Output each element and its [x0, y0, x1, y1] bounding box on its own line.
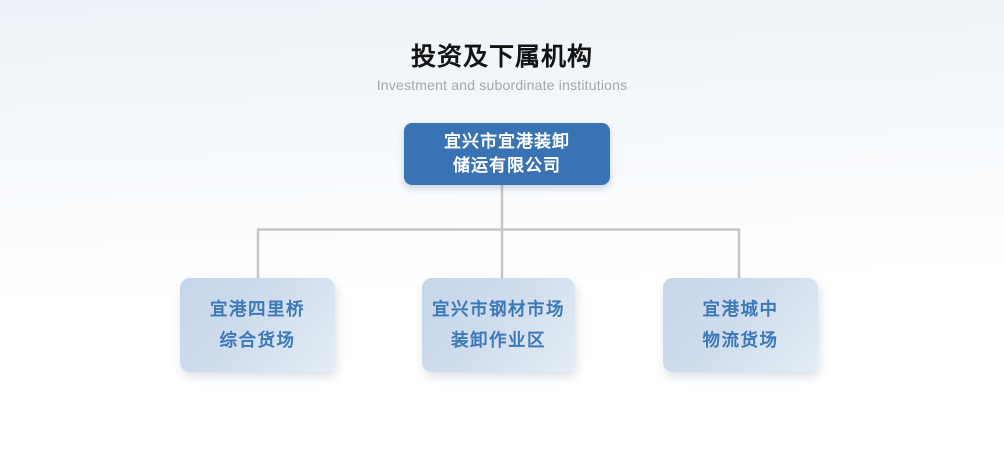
- org-node-child-1: 宜港四里桥 综合货场: [180, 278, 335, 372]
- chart-header: 投资及下属机构 Investment and subordinate insti…: [0, 42, 1004, 94]
- page-title: 投资及下属机构: [410, 43, 593, 71]
- org-node-child-3: 宜港城中 物流货场: [663, 278, 818, 372]
- org-node-child-2-line1: 宜兴市钢材市场: [432, 299, 565, 319]
- org-node-child-3-line2: 物流货场: [702, 330, 779, 350]
- org-node-root-line1: 宜兴市宜港装卸: [444, 132, 570, 151]
- org-node-child-2-line2: 装卸作业区: [451, 330, 546, 350]
- org-node-child-1-line1: 宜港四里桥: [210, 299, 305, 319]
- page-subtitle: Investment and subordinate institutions: [376, 77, 628, 93]
- org-node-child-2: 宜兴市钢材市场 装卸作业区: [422, 278, 575, 372]
- org-node-root-line2: 储运有限公司: [453, 156, 561, 175]
- org-node-root: 宜兴市宜港装卸 储运有限公司: [404, 123, 610, 185]
- org-node-child-1-line2: 综合货场: [219, 330, 296, 350]
- org-node-child-3-line1: 宜港城中: [702, 299, 779, 319]
